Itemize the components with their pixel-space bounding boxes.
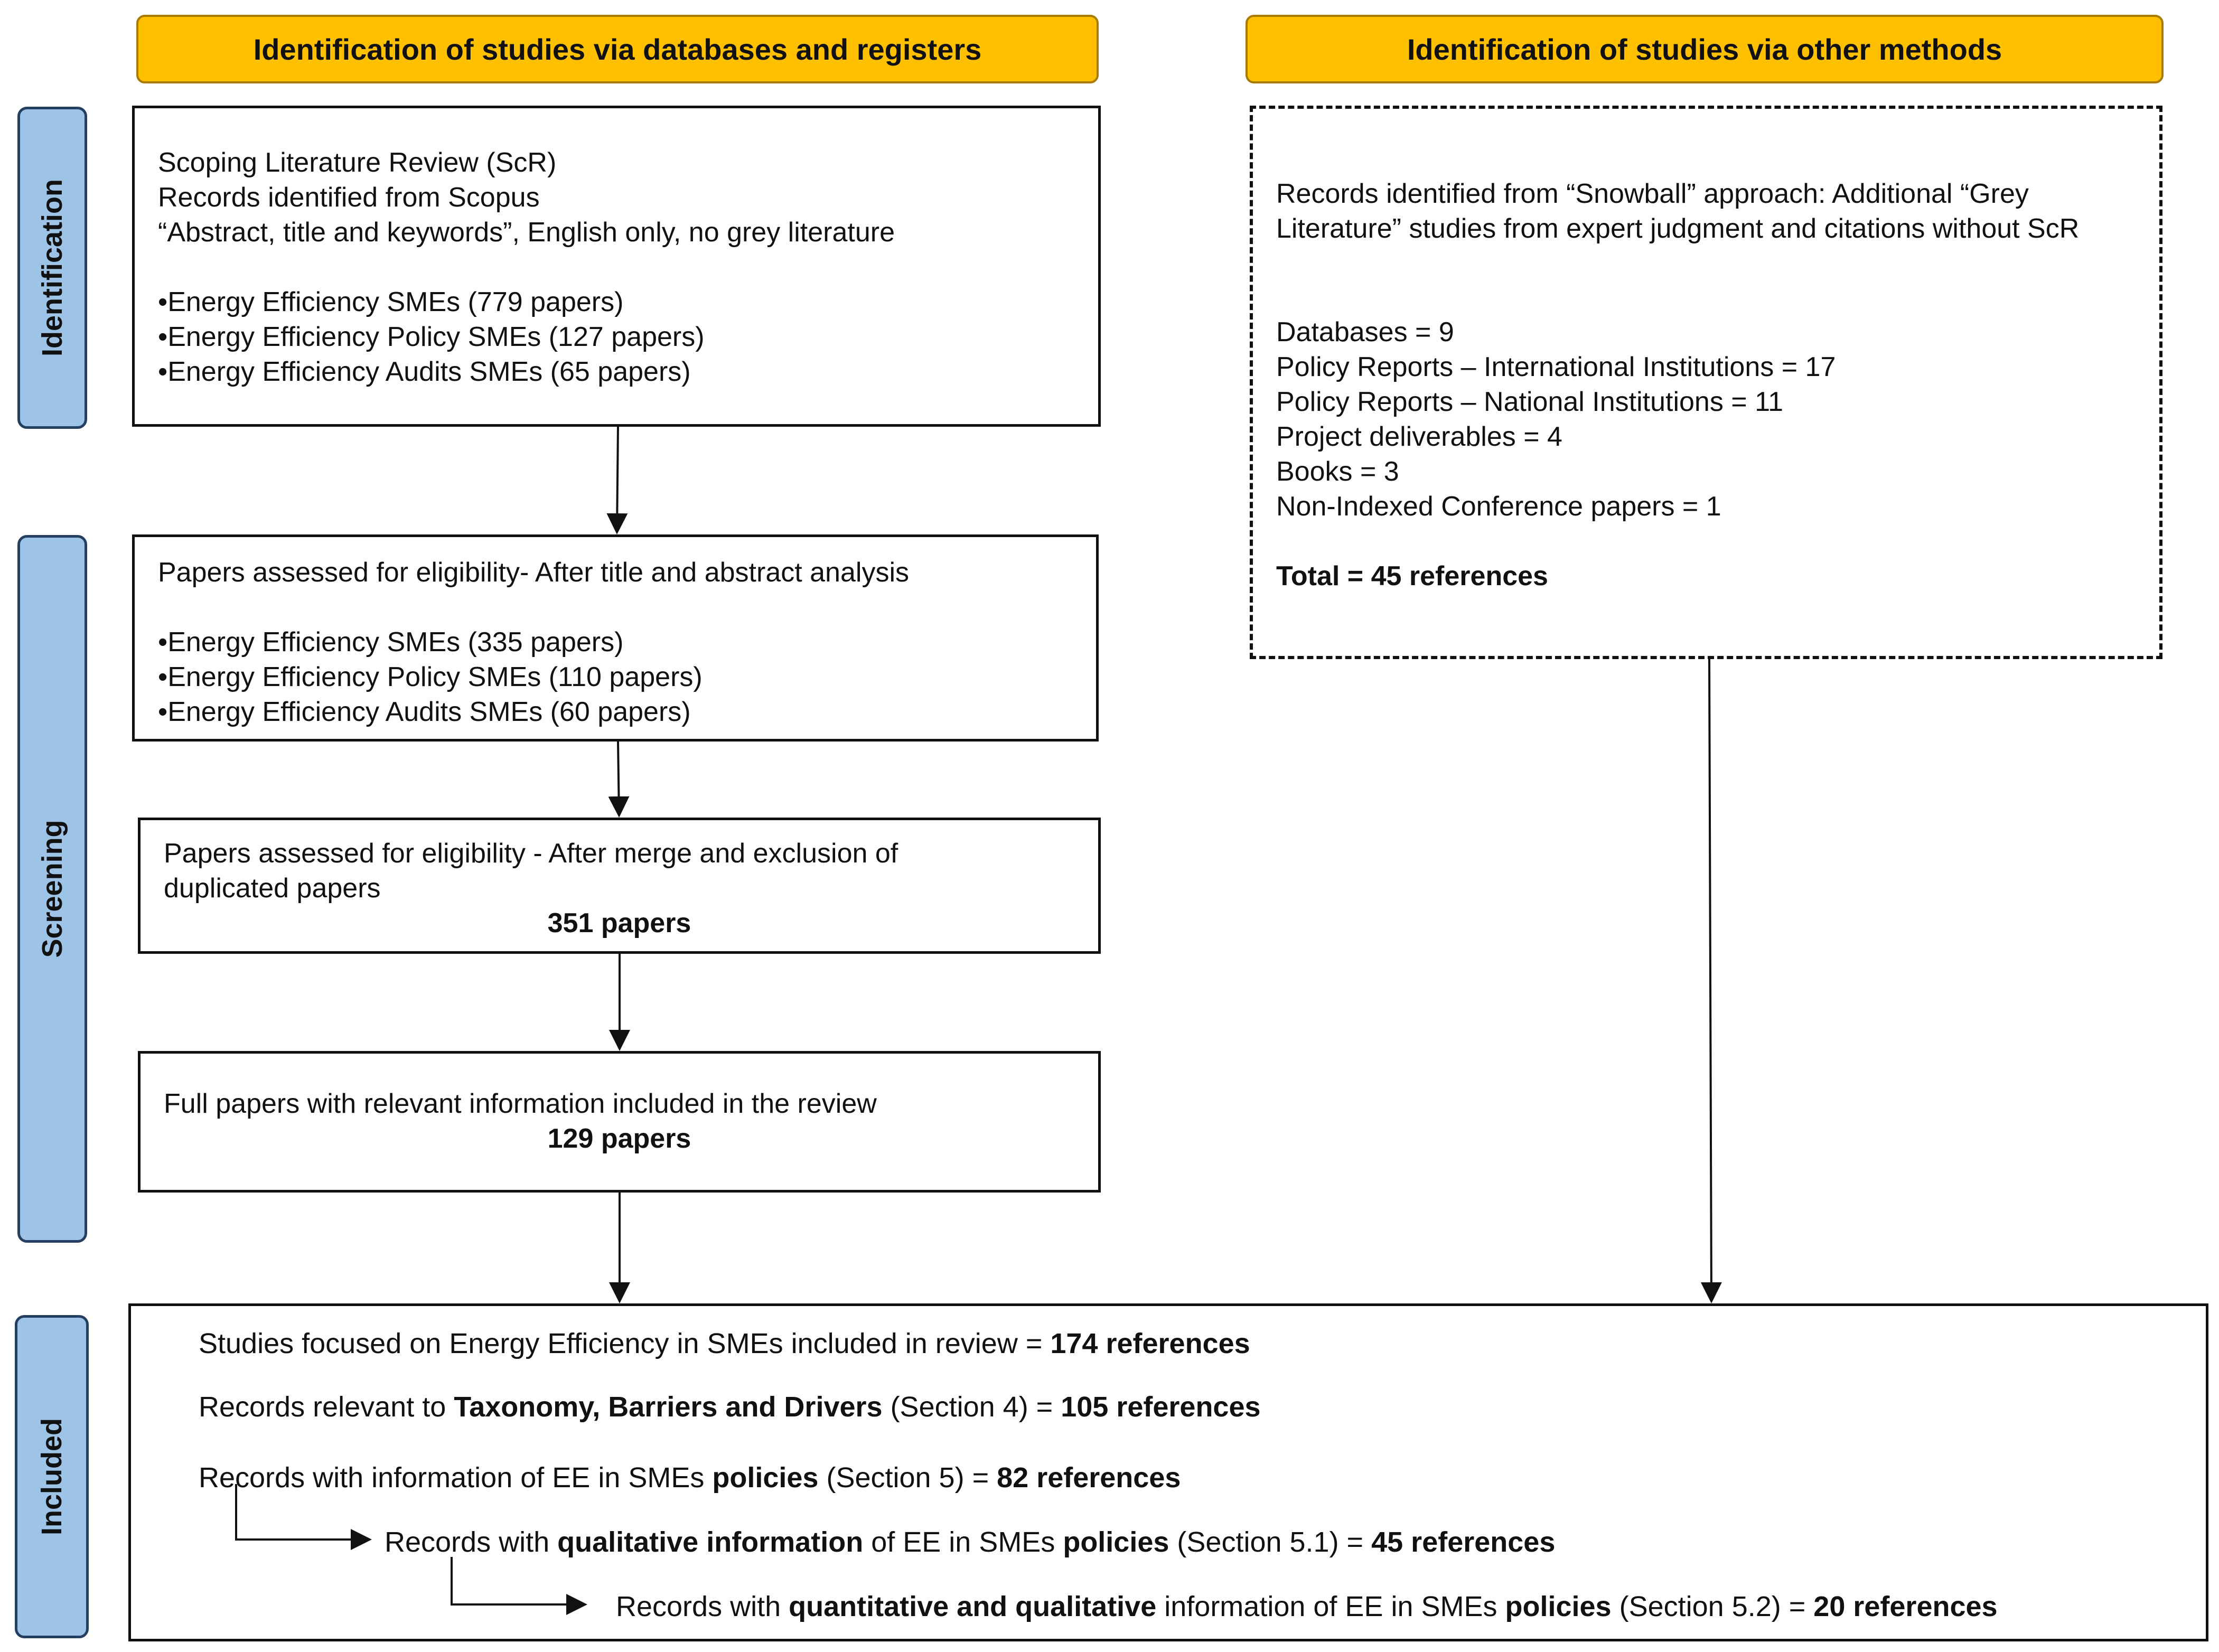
source-item: Project deliverables = 4 (1276, 421, 1562, 452)
bullet-ee-smes-screened: •Energy Efficiency SMEs (335 papers) (158, 627, 624, 658)
bullet-ee-policy-screened: •Energy Efficiency Policy SMEs (110 pape… (158, 662, 703, 692)
phase-included: Included (15, 1315, 89, 1638)
bullet-ee-smes: •Energy Efficiency SMEs (779 papers) (158, 287, 624, 317)
bullet-ee-policy: •Energy Efficiency Policy SMEs (127 pape… (158, 322, 705, 352)
scopus-line: Records identified from Scopus (158, 182, 540, 213)
phase-screening: Screening (17, 535, 87, 1243)
box-records-identified: Scoping Literature Review (ScR) Records … (132, 106, 1101, 427)
header-databases-label: Identification of studies via databases … (253, 32, 982, 66)
included-total-text: Studies focused on Energy Efficiency in … (199, 1328, 1051, 1359)
criteria-line: “Abstract, title and keywords”, English … (158, 217, 895, 248)
qualitative-row: Records with qualitative information of … (385, 1526, 1556, 1558)
arrow-other-to-included (1700, 659, 1722, 1303)
box-merge-duplicates: Papers assessed for eligibility - After … (138, 818, 1101, 954)
source-item: Policy Reports – International Instituti… (1276, 352, 1836, 382)
full-papers-count: 129 papers (547, 1123, 691, 1154)
included-total-count: 174 references (1050, 1328, 1250, 1359)
screening-title: Papers assessed for eligibility- After t… (158, 557, 910, 588)
taxonomy-count: 105 references (1061, 1391, 1261, 1423)
source-item: Non-Indexed Conference papers = 1 (1276, 491, 1721, 522)
phase-identification: Identification (17, 107, 87, 429)
box-full-papers: Full papers with relevant information in… (138, 1051, 1101, 1193)
taxonomy-row: Records relevant to Taxonomy, Barriers a… (199, 1391, 1261, 1423)
header-other-methods: Identification of studies via other meth… (1246, 15, 2164, 83)
arrow-policies-to-qualitative (235, 1484, 372, 1550)
policies-row: Records with information of EE in SMEs p… (199, 1462, 1181, 1494)
source-item: Databases = 9 (1276, 317, 1454, 348)
header-databases-registers: Identification of studies via databases … (136, 15, 1099, 83)
source-item: Policy Reports – National Institutions =… (1276, 387, 1784, 417)
full-papers-line: Full papers with relevant information in… (164, 1088, 877, 1119)
included-total-row: Studies focused on Energy Efficiency in … (199, 1326, 1250, 1361)
bullet-ee-audits: •Energy Efficiency Audits SMEs (65 paper… (158, 356, 691, 387)
quantitative-row: Records with quantitative and qualitativ… (616, 1591, 1998, 1622)
bullet-ee-audits-screened: •Energy Efficiency Audits SMEs (60 paper… (158, 697, 691, 727)
snowball-line-1: Records identified from “Snowball” appro… (1276, 179, 2029, 209)
merge-count: 351 papers (547, 908, 691, 938)
policies-count: 82 references (997, 1462, 1181, 1494)
box-other-methods: Records identified from “Snowball” appro… (1250, 106, 2162, 659)
box-title-abstract-screening: Papers assessed for eligibility- After t… (132, 534, 1099, 741)
arrow-identification-to-screening (606, 426, 628, 534)
merge-line-2: duplicated papers (164, 873, 381, 904)
scr-title: Scoping Literature Review (ScR) (158, 147, 557, 178)
merge-line-1: Papers assessed for eligibility - After … (164, 838, 898, 869)
box-included: Studies focused on Energy Efficiency in … (128, 1303, 2208, 1641)
other-total: Total = 45 references (1276, 561, 1548, 592)
source-item: Books = 3 (1276, 456, 1399, 487)
header-other-label: Identification of studies via other meth… (1407, 32, 2002, 66)
quantitative-count: 20 references (1813, 1591, 1998, 1622)
qualitative-count: 45 references (1371, 1526, 1556, 1558)
arrow-screening-to-merge (608, 741, 630, 818)
snowball-line-2: Literature” studies from expert judgment… (1276, 213, 2080, 244)
arrow-qualitative-to-quantitative (451, 1557, 587, 1615)
